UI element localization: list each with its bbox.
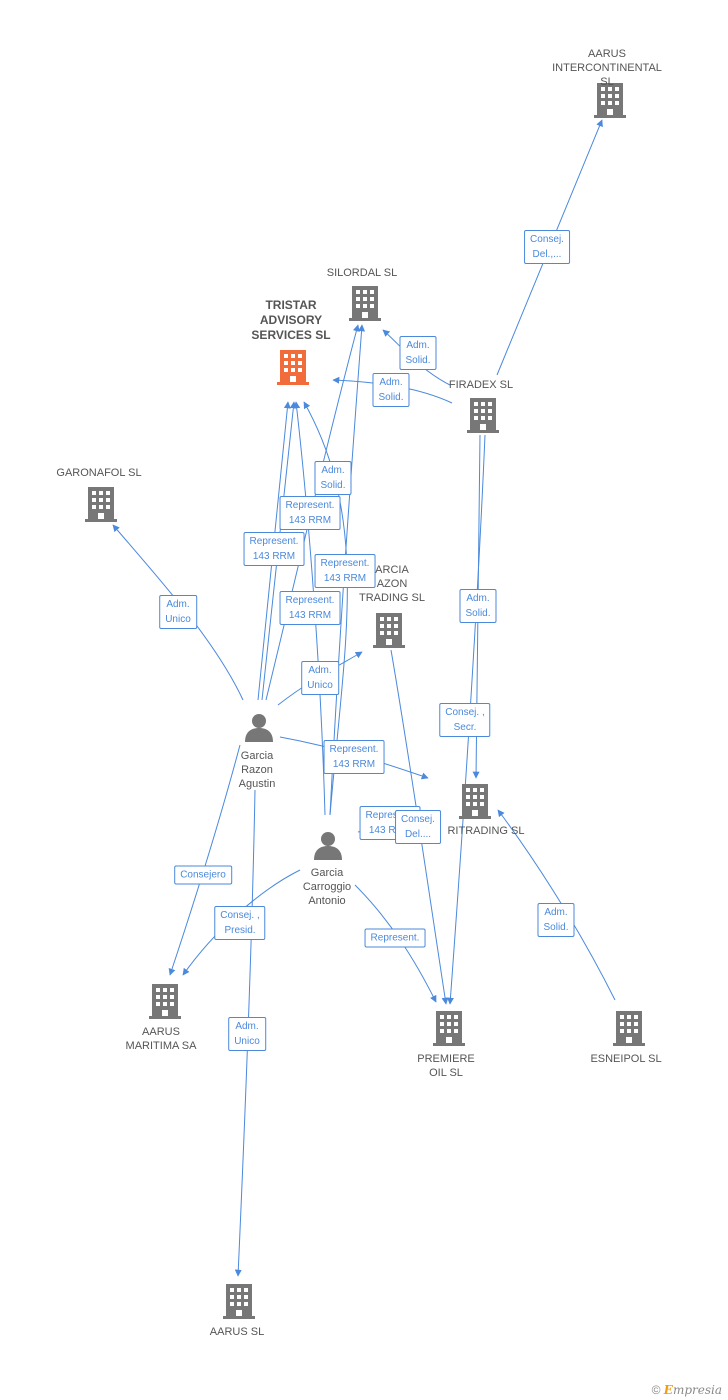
edge-label-adm-solid[interactable]: Adm. Solid. — [314, 461, 352, 495]
node-aarus-maritima[interactable] — [149, 984, 181, 1019]
node-garonafol[interactable] — [85, 487, 117, 522]
label-tristar: TRISTAR ADVISORY SERVICES SL — [251, 298, 331, 342]
edge-antonio-tristar — [293, 401, 326, 816]
label-garcia-antonio: Garcia Carroggio Antonio — [302, 867, 352, 907]
edge-antonio-silordal — [329, 324, 366, 816]
edge-label-represent[interactable]: Represent. 143 RRM — [279, 496, 341, 530]
edge-label-adm-unico[interactable]: Adm. Unico — [159, 595, 197, 629]
node-ritrading[interactable] — [459, 784, 491, 819]
node-garcia-antonio[interactable] — [314, 832, 342, 860]
label-garcia-agustin: Garcia Razon Agustin — [238, 750, 276, 790]
edge-label-consej-del[interactable]: Consej. Del.,... — [524, 230, 570, 264]
label-aarus-maritima: AARUS MARITIMA SA — [125, 1026, 197, 1052]
label-firadex: FIRADEX SL — [448, 379, 514, 391]
node-premiere-oil[interactable] — [433, 1011, 465, 1046]
node-garcia-razon-trading[interactable] — [373, 613, 405, 648]
node-silordal[interactable] — [349, 286, 381, 321]
label-silordal: SILORDAL SL — [326, 267, 398, 279]
node-garcia-agustin[interactable] — [245, 714, 273, 742]
node-esneipol[interactable] — [613, 1011, 645, 1046]
node-aarus-sl[interactable] — [223, 1284, 255, 1319]
empresia-logo: Empresia — [663, 1383, 722, 1397]
edge-label-represent[interactable]: Represent. — [364, 928, 426, 948]
edge-label-adm-unico[interactable]: Adm. Unico — [301, 661, 339, 695]
node-tristar[interactable] — [277, 350, 309, 385]
edge-label-consej-secr[interactable]: Consej. , Secr. — [439, 703, 491, 737]
edge-label-consej-del[interactable]: Consej. Del.... — [395, 810, 441, 844]
label-garcia-razon-trading: ARCIA AZON TRADING SL — [358, 564, 426, 604]
label-ritrading: RITRADING SL — [447, 825, 525, 837]
edge-label-represent[interactable]: Represent. 143 RRM — [314, 554, 376, 588]
edge-label-adm-solid[interactable]: Adm. Solid. — [537, 903, 575, 937]
node-firadex[interactable] — [467, 398, 499, 433]
label-garonafol: GARONAFOL SL — [56, 467, 142, 479]
edge-label-consej-presid[interactable]: Consej. , Presid. — [214, 906, 266, 940]
label-aarus-sl: AARUS SL — [209, 1326, 265, 1338]
label-premiere-oil: PREMIERE OIL SL — [417, 1053, 475, 1079]
edge-label-adm-solid[interactable]: Adm. Solid. — [372, 373, 410, 407]
edge-label-represent[interactable]: Represent. 143 RRM — [323, 740, 385, 774]
edge-label-adm-solid[interactable]: Adm. Solid. — [459, 589, 497, 623]
label-esneipol: ESNEIPOL SL — [590, 1053, 662, 1065]
edge-label-represent[interactable]: Represent. 143 RRM — [279, 591, 341, 625]
edge-label-adm-unico[interactable]: Adm. Unico — [228, 1017, 266, 1051]
edge-label-adm-solid[interactable]: Adm. Solid. — [399, 336, 437, 370]
edge-label-consejero[interactable]: Consejero — [174, 865, 232, 885]
edge-agustin-aarus-maritima — [168, 744, 241, 976]
edge-label-represent[interactable]: Represent. 143 RRM — [243, 532, 305, 566]
copyright-symbol: © — [651, 1383, 661, 1397]
footer-brand: © Empresia — [652, 1383, 722, 1397]
label-aarus-intercontinental: AARUS INTERCONTINENTAL SL — [552, 48, 662, 88]
